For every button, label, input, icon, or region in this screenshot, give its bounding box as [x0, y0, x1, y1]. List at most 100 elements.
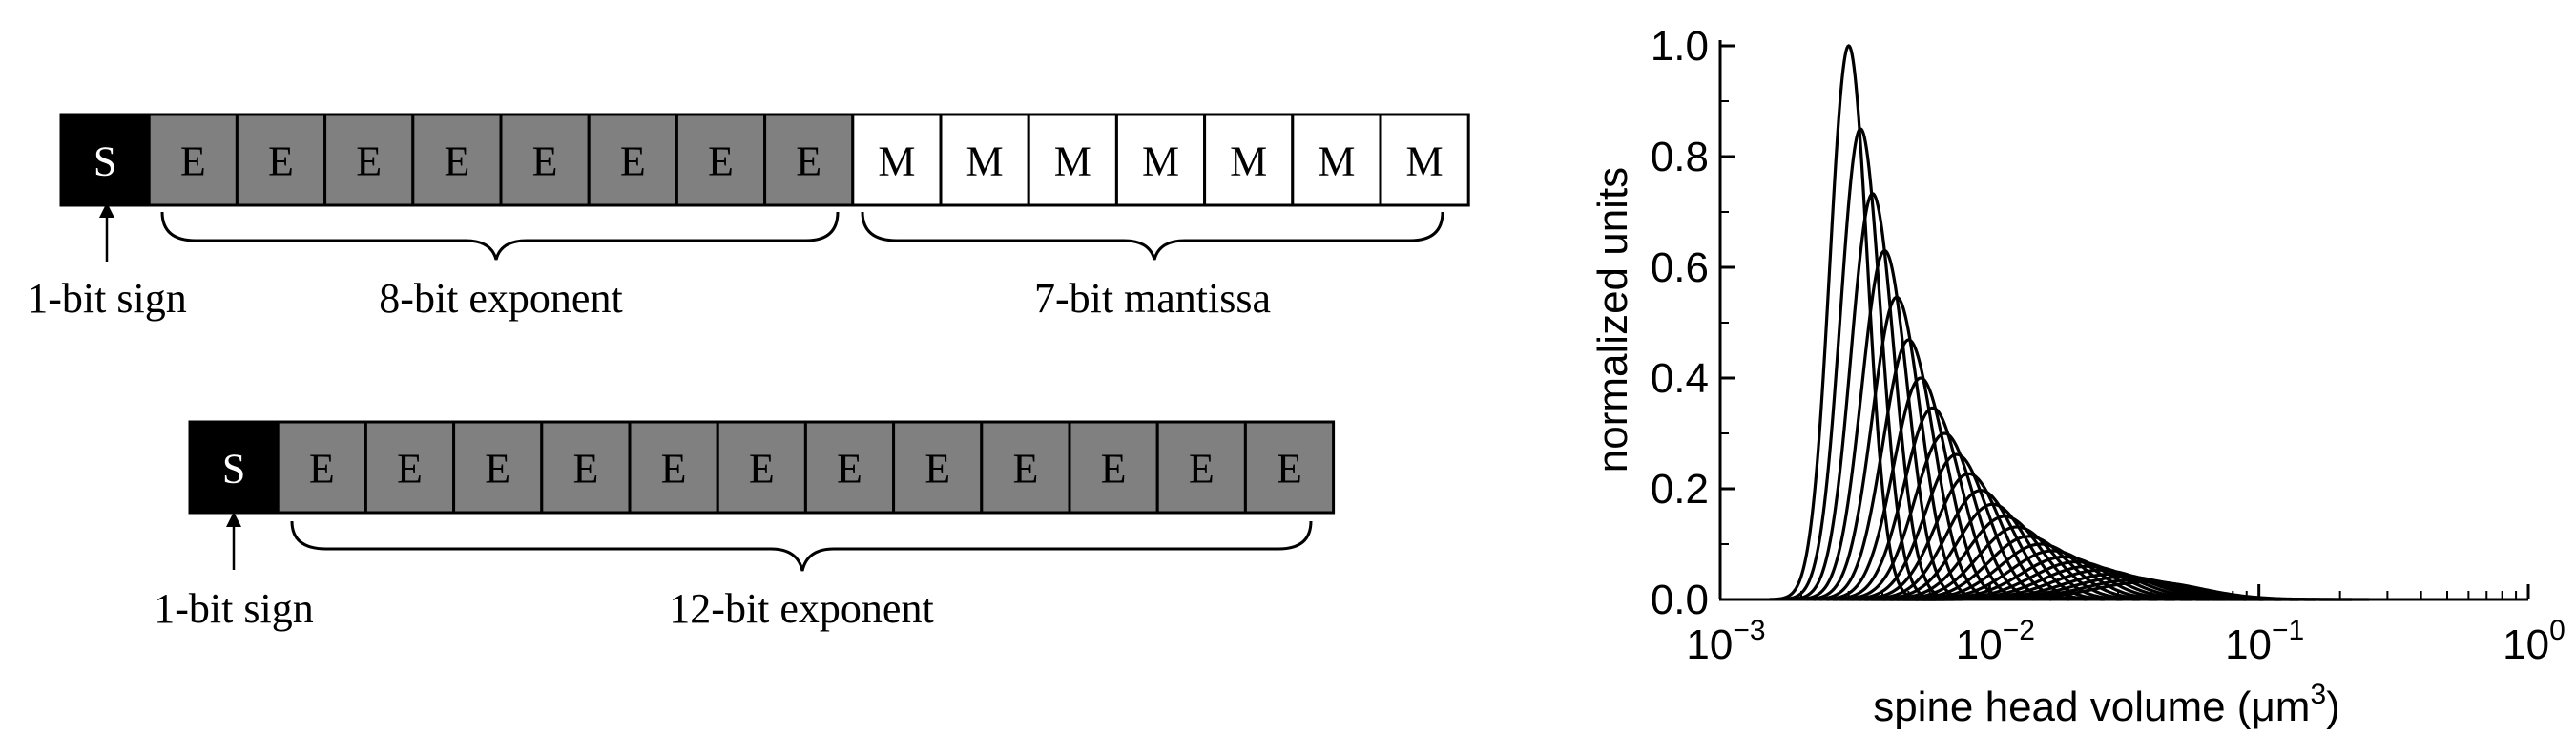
bit-cell-box	[1379, 113, 1470, 207]
bit-cell-letter: E	[309, 446, 335, 493]
y-ticks: 0.00.20.40.60.81.0	[1651, 23, 1735, 623]
bf16-exponent-bit-7: E	[675, 113, 767, 207]
bit-cell-letter: E	[924, 446, 950, 493]
bf16-exponent-bit-5: E	[499, 113, 591, 207]
bit-cell-box	[1243, 420, 1336, 514]
y-tick-label: 0.0	[1651, 577, 1709, 623]
bf16-exponent-bit-6: E	[587, 113, 678, 207]
bit-cell-box	[1114, 113, 1207, 207]
bf16-mantissa-bit-11: M	[1027, 113, 1118, 207]
bf16-exponent-bit-2: E	[235, 113, 327, 207]
bit-cell-letter: E	[1012, 446, 1038, 493]
sign-label-1: 1-bit sign	[27, 275, 186, 322]
bit-cell-box	[540, 420, 632, 514]
bit-cell-letter: E	[837, 446, 862, 493]
bit-cell-box	[188, 420, 280, 514]
f13-exponent-bit-11: E	[1155, 420, 1247, 514]
bit-cell-letter: E	[620, 138, 646, 185]
bit-cell-letter: E	[1101, 446, 1127, 493]
bit-cell-letter: E	[661, 446, 687, 493]
bf16-exponent-bit-8: E	[763, 113, 855, 207]
series-curve-3	[1781, 192, 1963, 601]
bit-cell-box	[499, 113, 591, 207]
bf16-exponent-bit-3: E	[323, 113, 415, 207]
bit-cell-box	[147, 113, 239, 207]
bit-cell-letter: M	[1142, 138, 1179, 185]
bit-cell-letter: E	[268, 138, 294, 185]
series-curve-26	[1927, 579, 2370, 601]
bit-cell-letter: S	[222, 446, 245, 493]
bf16-mantissa-bit-13: M	[1203, 113, 1295, 207]
series-curve-1	[1769, 44, 1928, 601]
f13-exponent-bit-6: E	[716, 420, 807, 514]
bit-cell-box	[763, 113, 855, 207]
f13-exponent-bit-4: E	[540, 420, 632, 514]
bit-cell-box	[235, 113, 327, 207]
bf16-exponent-bit-1: E	[147, 113, 239, 207]
bit-cell-box	[587, 113, 678, 207]
bit-cell-letter: E	[180, 138, 206, 185]
mantissa-label-1: 7-bit mantissa	[1034, 275, 1271, 322]
bit-cell-box	[452, 420, 544, 514]
bit-cell-letter: E	[356, 138, 382, 185]
bit-cell-letter: M	[1054, 138, 1091, 185]
y-tick-label: 0.6	[1651, 244, 1709, 291]
bit-cell-letter: E	[1277, 446, 1302, 493]
f13-sign-bit-0: S	[188, 420, 280, 514]
bf16-mantissa-bit-14: M	[1291, 113, 1382, 207]
bit-cell-box	[1027, 113, 1118, 207]
mantissa-brace-1	[861, 211, 1444, 261]
bit-cell-letter: E	[708, 138, 734, 185]
bit-cell-letter: M	[878, 138, 915, 185]
y-tick-label: 1.0	[1651, 23, 1709, 70]
bit-cell-box	[803, 420, 896, 514]
bit-cell-box	[980, 420, 1071, 514]
bit-cell-letter: M	[1230, 138, 1267, 185]
y-axis-label: normalized units	[1589, 167, 1636, 472]
f13-exponent-bit-1: E	[276, 420, 367, 514]
x-axis-label: spine head volume (μm3)	[1873, 679, 2340, 730]
series-curves	[1769, 44, 2370, 601]
bit-cell-letter: E	[485, 446, 510, 493]
sign-label-2: 1-bit sign	[154, 585, 313, 632]
exponent-brace-2	[290, 520, 1313, 572]
f13-exponent-bit-2: E	[364, 420, 456, 514]
x-tick-label: 100	[2503, 615, 2566, 668]
bit-cell-box	[628, 420, 719, 514]
y-tick-label: 0.2	[1651, 466, 1709, 513]
exponent-brace-1	[160, 211, 840, 261]
bit-cell-box	[851, 113, 943, 207]
bit-cell-letter: E	[796, 138, 821, 185]
bit-cell-letter: E	[397, 446, 423, 493]
bit-cell-box	[1068, 420, 1159, 514]
bf16-mantissa-bit-12: M	[1114, 113, 1207, 207]
bf16-exponent-bit-4: E	[411, 113, 503, 207]
sign-arrowhead-1	[99, 202, 114, 218]
x-tick-label: 10−2	[1956, 615, 2035, 668]
f13-exponent-bit-5: E	[628, 420, 719, 514]
f13-exponent-bit-7: E	[803, 420, 896, 514]
bit-cell-box	[1203, 113, 1295, 207]
bit-cell-box	[59, 113, 151, 207]
f13-exponent-bit-12: E	[1243, 420, 1336, 514]
y-tick-label: 0.4	[1651, 355, 1709, 402]
bf16-mantissa-bit-15: M	[1379, 113, 1470, 207]
f13-exponent-bit-10: E	[1068, 420, 1159, 514]
bit-cell-letter: M	[1318, 138, 1355, 185]
bit-cell-letter: M	[966, 138, 1004, 185]
bf16-mantissa-bit-10: M	[939, 113, 1030, 207]
x-tick-label: 10−3	[1686, 615, 1765, 668]
f13-exponent-bit-8: E	[892, 420, 984, 514]
bit-cell-box	[411, 113, 503, 207]
x-axis-label-suffix: )	[2326, 683, 2340, 730]
f13-exponent-bit-3: E	[452, 420, 544, 514]
bf16-mantissa-bit-9: M	[851, 113, 943, 207]
x-axis-label-superscript: 3	[2310, 679, 2326, 710]
bit-cell-box	[675, 113, 767, 207]
x-axis-label-main: spine head volume (μm	[1873, 683, 2310, 730]
f13-exponent-bit-9: E	[980, 420, 1071, 514]
exponent-label-1: 8-bit exponent	[379, 275, 622, 322]
